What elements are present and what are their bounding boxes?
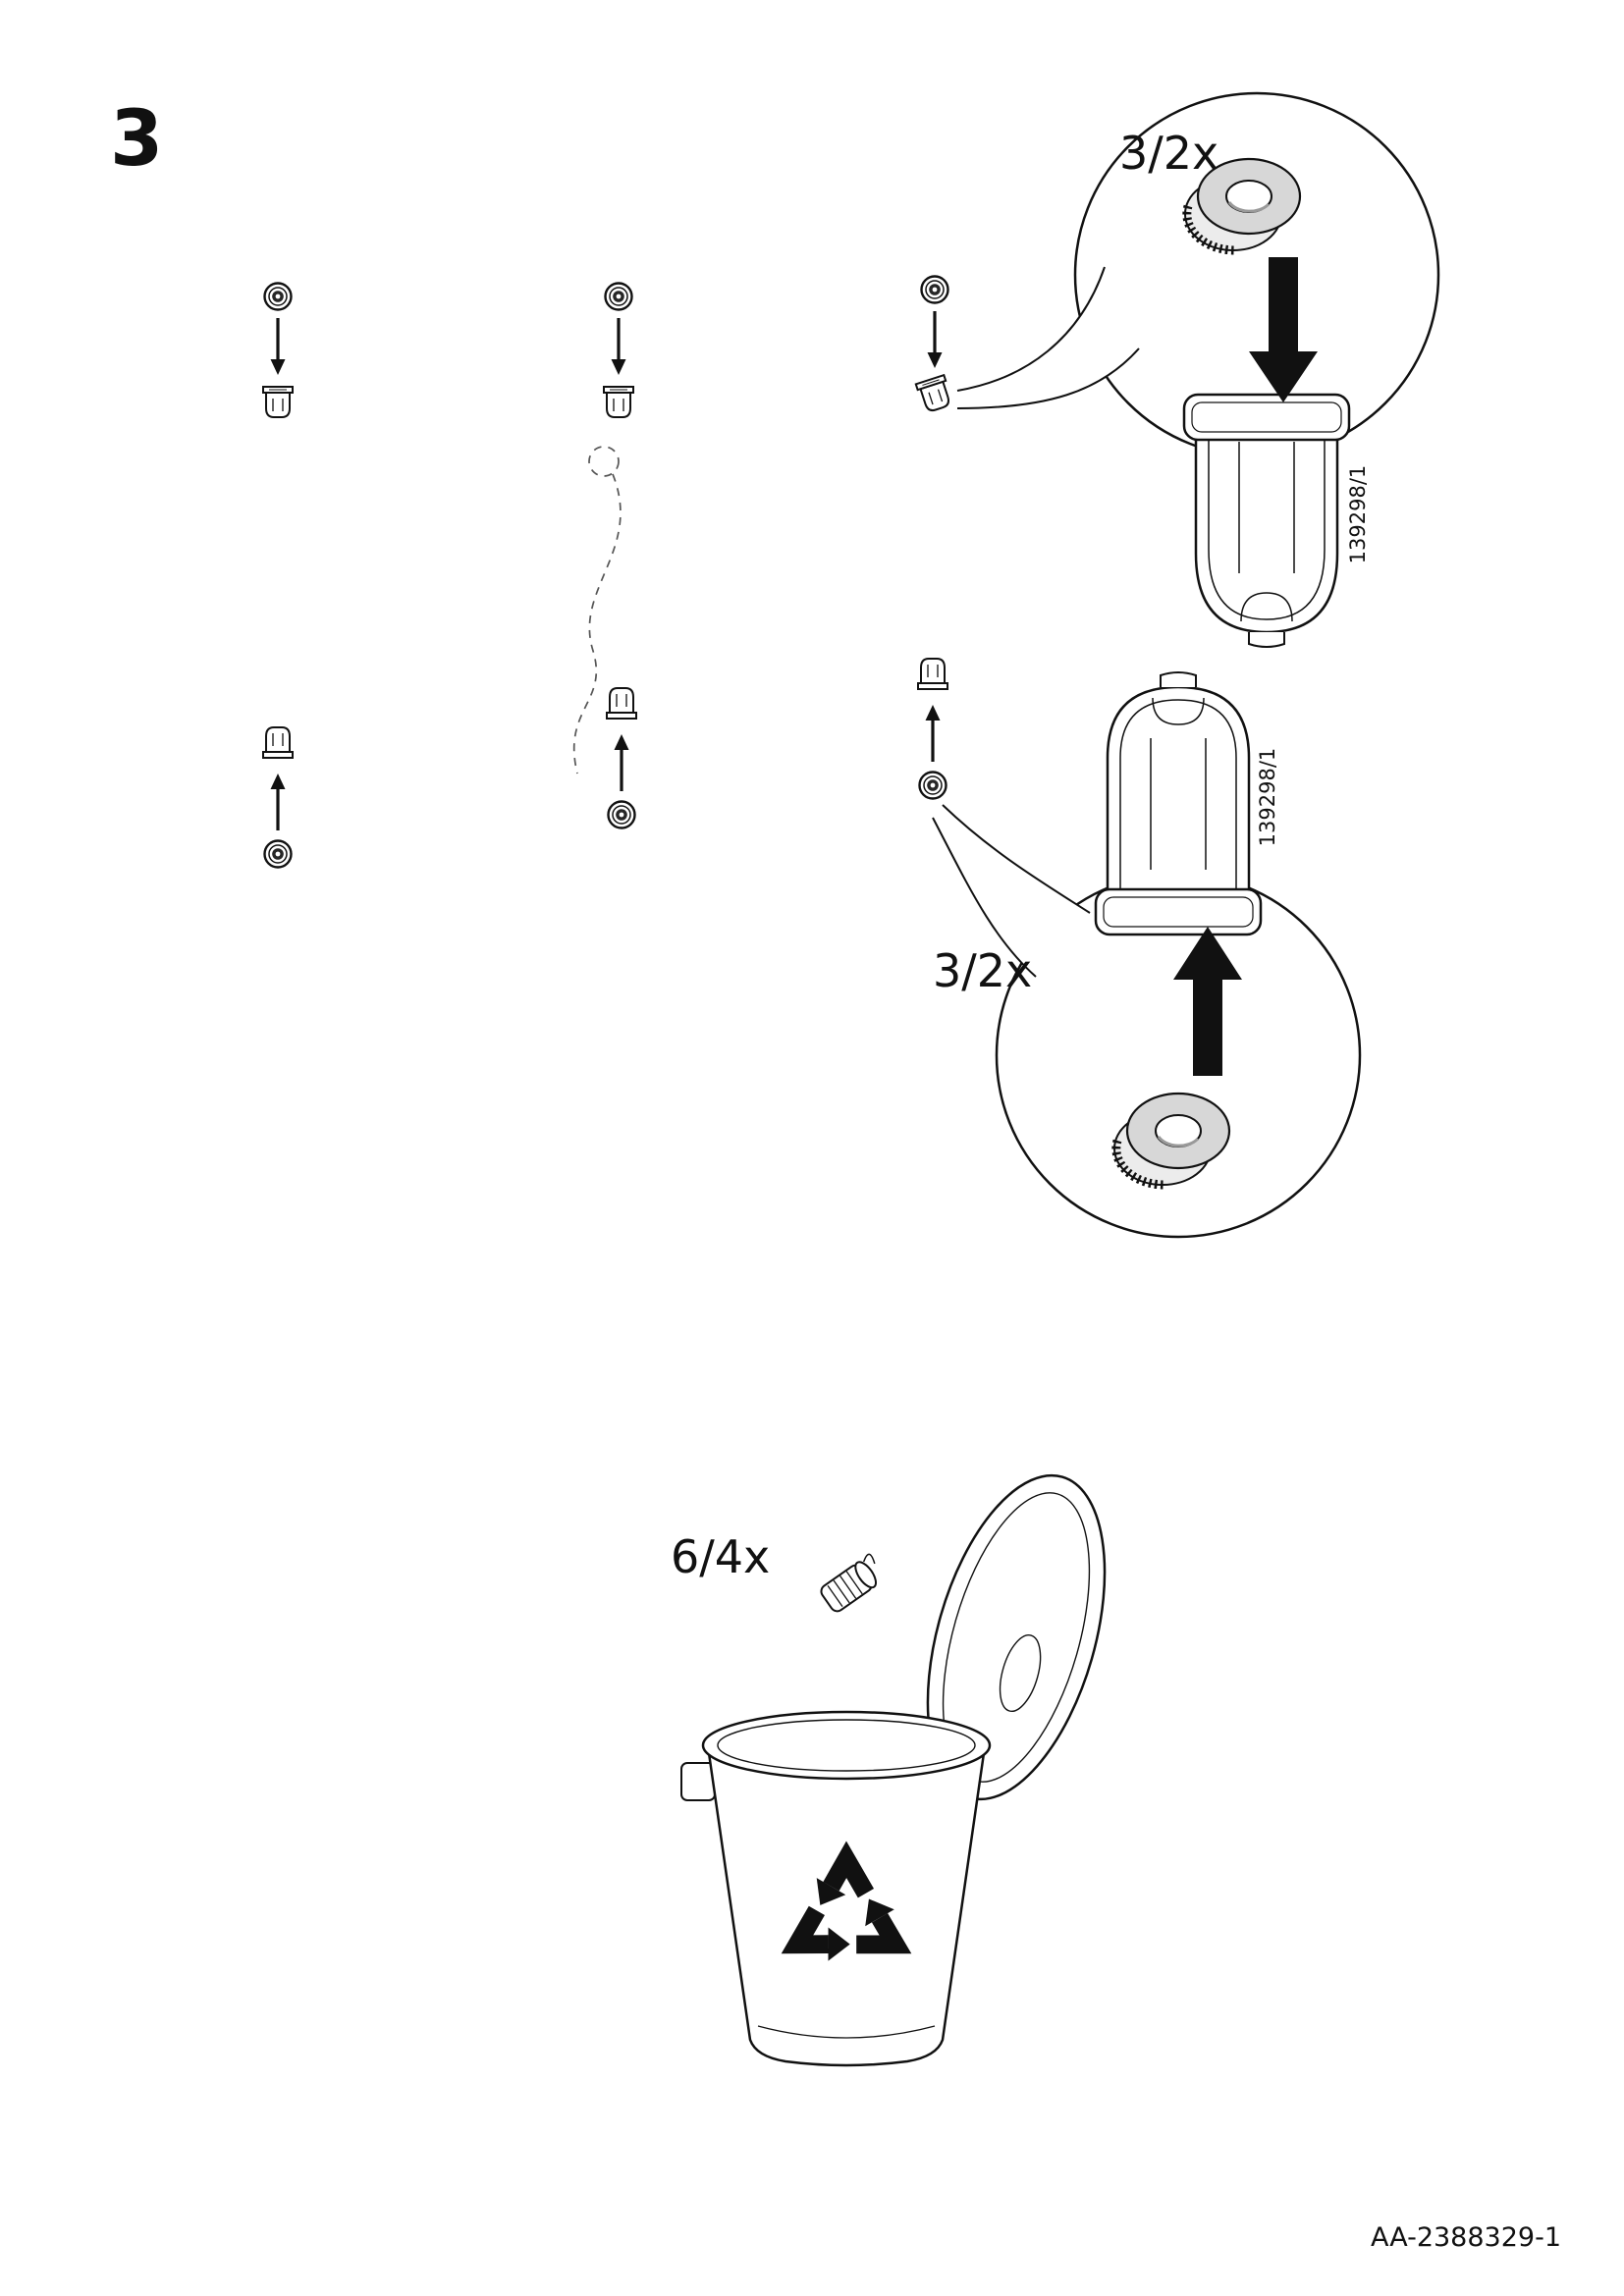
bin-handle bbox=[680, 1762, 716, 1801]
discard-part-icon bbox=[820, 1553, 877, 1613]
press-arrow-down-icon bbox=[1249, 257, 1318, 402]
grommet-icon bbox=[920, 275, 949, 304]
plug-icon bbox=[917, 658, 948, 690]
grommet-icon bbox=[263, 839, 293, 869]
part-number-label-bottom: 139298/1 bbox=[1256, 748, 1279, 847]
arrow-up-icon bbox=[612, 732, 631, 793]
fastener-pair-d bbox=[606, 687, 637, 829]
arrow-down-icon bbox=[268, 316, 288, 377]
step-number: 3 bbox=[110, 95, 163, 184]
bracket-part bbox=[1182, 393, 1351, 648]
bin-bottom-line bbox=[757, 2025, 936, 2039]
callout-tail bbox=[957, 267, 1139, 408]
plug-icon bbox=[606, 687, 637, 720]
quantity-label-top: 3/2x bbox=[1119, 127, 1218, 180]
recycle-bin-icon bbox=[680, 1710, 992, 2067]
arrow-down-icon bbox=[609, 316, 628, 377]
callout-tail-line bbox=[932, 817, 1037, 978]
plug-icon bbox=[914, 374, 954, 414]
callout-tail bbox=[933, 805, 1090, 977]
bracket-part bbox=[1094, 671, 1263, 936]
callout-top: 3/2x 139298/1 bbox=[956, 91, 1440, 648]
discard-quantity-label: 6/4x bbox=[671, 1530, 770, 1583]
bin-rim-inner bbox=[717, 1719, 976, 1772]
plug-icon bbox=[262, 726, 294, 759]
callout-tail-line bbox=[956, 347, 1140, 409]
grommet-icon bbox=[607, 800, 636, 829]
plug-icon bbox=[262, 386, 294, 418]
part-number-label-top: 139298/1 bbox=[1346, 465, 1370, 564]
cable-dashed-line bbox=[572, 446, 622, 774]
arrow-up-icon bbox=[268, 772, 288, 832]
callout-tail-line bbox=[942, 804, 1091, 914]
callout-bottom: 3/2x 139298/1 bbox=[932, 671, 1362, 1239]
fastener-pair-e bbox=[914, 275, 954, 414]
fastener-pair-a bbox=[262, 282, 294, 418]
callout-tail-line bbox=[956, 266, 1106, 392]
grommet-icon bbox=[918, 771, 947, 800]
press-arrow-up-icon bbox=[1173, 927, 1242, 1076]
fastener-pair-c bbox=[603, 282, 634, 418]
fastener-pair-f bbox=[917, 658, 948, 800]
document-number: AA-2388329-1 bbox=[1371, 2222, 1561, 2253]
fastener-pair-b bbox=[262, 726, 294, 869]
bin-body bbox=[707, 1751, 986, 2067]
plug-icon bbox=[603, 386, 634, 418]
arrow-down-icon bbox=[925, 309, 945, 370]
arrow-up-icon bbox=[923, 703, 943, 764]
grommet-icon bbox=[263, 282, 293, 311]
grommet-icon bbox=[604, 282, 633, 311]
bin-rim bbox=[701, 1710, 992, 1781]
quantity-label-bottom: 3/2x bbox=[933, 944, 1032, 997]
